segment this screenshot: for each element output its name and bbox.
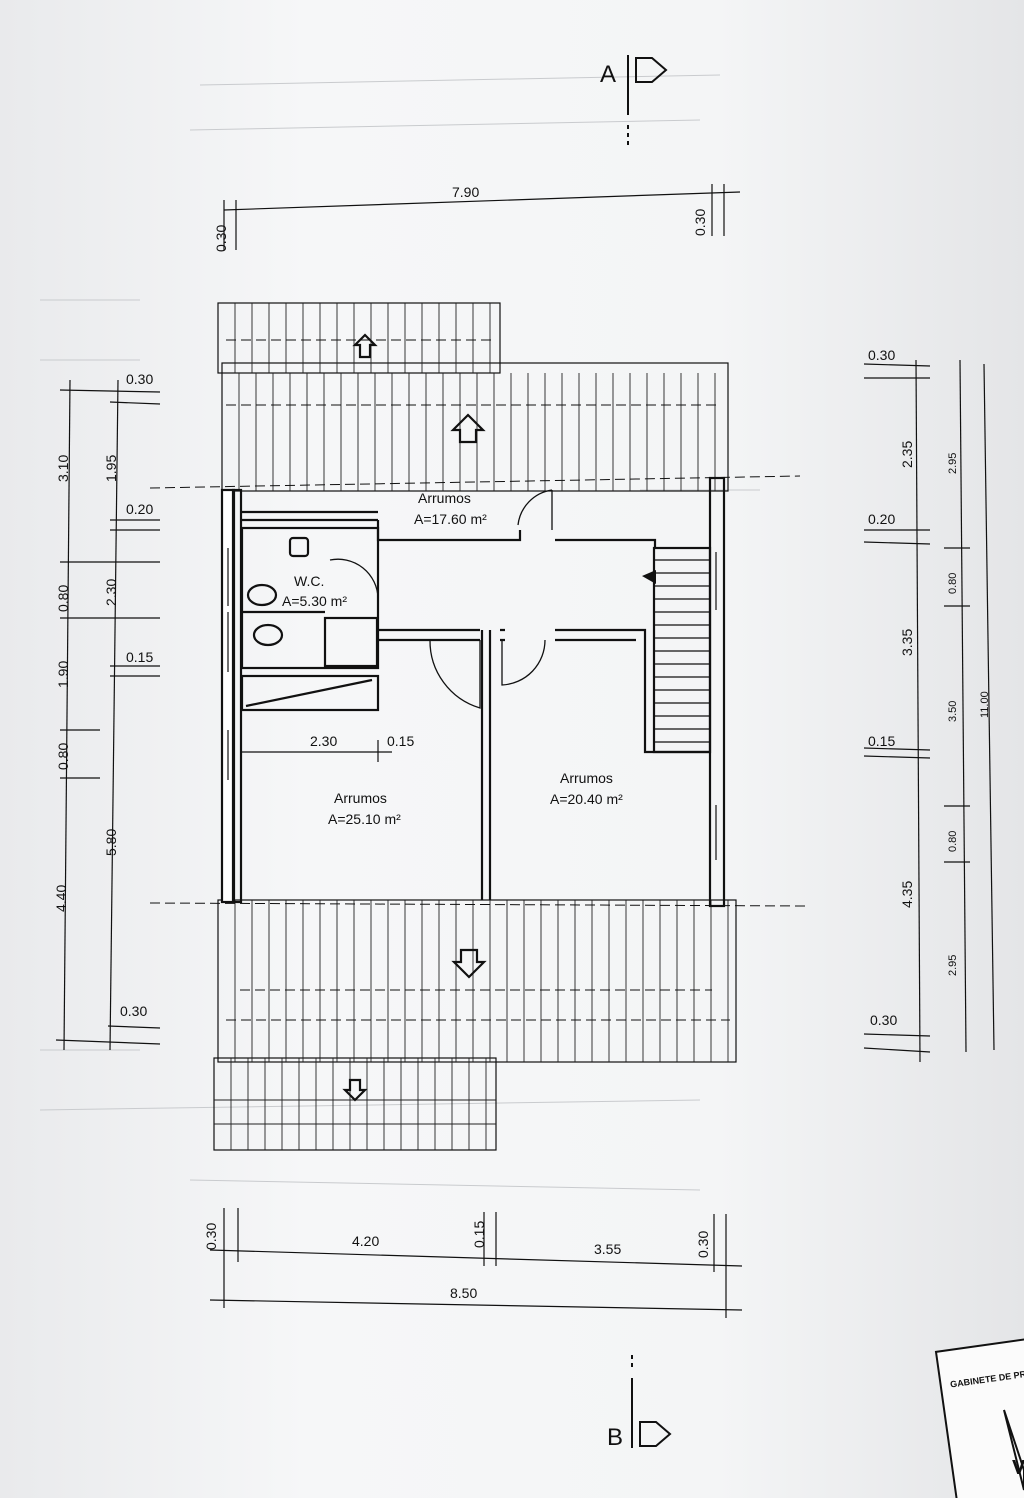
- dim-left-d: 0.80: [55, 743, 71, 770]
- dim-interior-width: 2.30: [310, 733, 337, 749]
- room-name-left: Arrumos: [334, 790, 387, 806]
- dim-bottom-right-edge: 0.30: [695, 1231, 711, 1258]
- top-dimension: [223, 184, 741, 250]
- arrow-right-icon: [639, 1421, 672, 1447]
- dim-left-a: 3.10: [55, 455, 71, 482]
- arrow-up-icon: [450, 413, 486, 444]
- section-marker-a: A: [600, 55, 668, 145]
- dim-right-inner-e: 2.95: [947, 955, 959, 976]
- dim-left-inner-b: 1.95: [103, 455, 119, 482]
- dim-right-c: 0.20: [868, 511, 895, 527]
- dim-left-b: 0.80: [55, 585, 71, 612]
- stamp-letter: V: [1012, 1457, 1024, 1479]
- room-area-top: A=17.60 m²: [414, 511, 487, 527]
- dim-left-inner-f: 5.80: [103, 829, 119, 856]
- dim-right-inner-d: 0.80: [947, 831, 959, 852]
- dim-bottom-mid-wall: 0.15: [471, 1221, 487, 1248]
- dim-left-inner-e: 0.15: [126, 649, 153, 665]
- dim-top-total: 7.90: [452, 184, 479, 200]
- dim-right-d: 3.35: [899, 629, 915, 656]
- dim-right-inner-a: 2.95: [947, 453, 959, 474]
- dim-left-c: 1.90: [55, 661, 71, 688]
- section-label-b: B: [607, 1424, 623, 1451]
- left-outer-dimension: [55, 379, 161, 1051]
- stair-arrow-icon: [642, 570, 656, 584]
- dim-bottom-left-span: 4.20: [352, 1233, 379, 1249]
- dim-left-inner-a: 0.30: [126, 371, 153, 387]
- dim-right-e: 0.15: [868, 733, 895, 749]
- dim-left-e: 4.40: [53, 885, 69, 912]
- dim-left-inner-c: 0.20: [126, 501, 153, 517]
- dim-bottom-total: 8.50: [450, 1285, 477, 1301]
- section-label-a: A: [600, 61, 616, 88]
- roof-areas: [213, 302, 737, 1151]
- dim-bottom-left-edge: 0.30: [203, 1223, 219, 1250]
- room-name-top: Arrumos: [418, 490, 471, 506]
- dim-right-b: 2.35: [899, 441, 915, 468]
- room-name-wc: W.C.: [294, 573, 324, 589]
- ghost-lines: [39, 74, 760, 1191]
- dim-top-right-edge: 0.30: [692, 209, 708, 236]
- arrow-down-icon: [451, 948, 487, 979]
- dim-right-inner-c: 3.50: [947, 701, 959, 722]
- room-area-left: A=25.10 m²: [328, 811, 401, 827]
- room-labels: Arrumos A=17.60 m² W.C. A=5.30 m² Arrumo…: [282, 490, 623, 827]
- left-inner-dimension: [107, 379, 161, 1051]
- eave-lines: [149, 339, 806, 1021]
- dim-right-g: 0.30: [870, 1012, 897, 1028]
- walls: [220, 476, 726, 908]
- arrow-right-icon: [635, 57, 668, 83]
- dim-interior-wall: 0.15: [387, 733, 414, 749]
- room-area-wc: A=5.30 m²: [282, 593, 347, 609]
- dim-right-inner-b: 0.80: [947, 573, 959, 594]
- right-inner-dimension: [944, 359, 995, 1053]
- dim-left-inner-d: 2.30: [103, 579, 119, 606]
- arrow-down-icon: [342, 1078, 368, 1102]
- section-marker-b: B: [607, 1355, 672, 1451]
- room-name-right: Arrumos: [560, 770, 613, 786]
- interior-dimension: 2.30 0.15: [242, 733, 414, 762]
- dim-right-f: 4.35: [899, 881, 915, 908]
- bottom-dimension: [209, 1208, 743, 1318]
- dim-bottom-right-span: 3.55: [594, 1241, 621, 1257]
- right-main-dimension: [863, 359, 931, 1063]
- roof-slope-arrows: [342, 333, 487, 1102]
- dim-right-total: 11.00: [979, 691, 991, 718]
- dim-right-a: 0.30: [868, 347, 895, 363]
- roof-hatching: [214, 303, 729, 1150]
- window-marks: [227, 548, 717, 860]
- dim-top-left-edge: 0.30: [213, 225, 229, 252]
- dim-left-inner-g: 0.30: [120, 1003, 147, 1019]
- office-stamp: GABINETE DE PRO V: [934, 1338, 1024, 1498]
- arrow-up-icon: [352, 333, 378, 359]
- room-area-right: A=20.40 m²: [550, 791, 623, 807]
